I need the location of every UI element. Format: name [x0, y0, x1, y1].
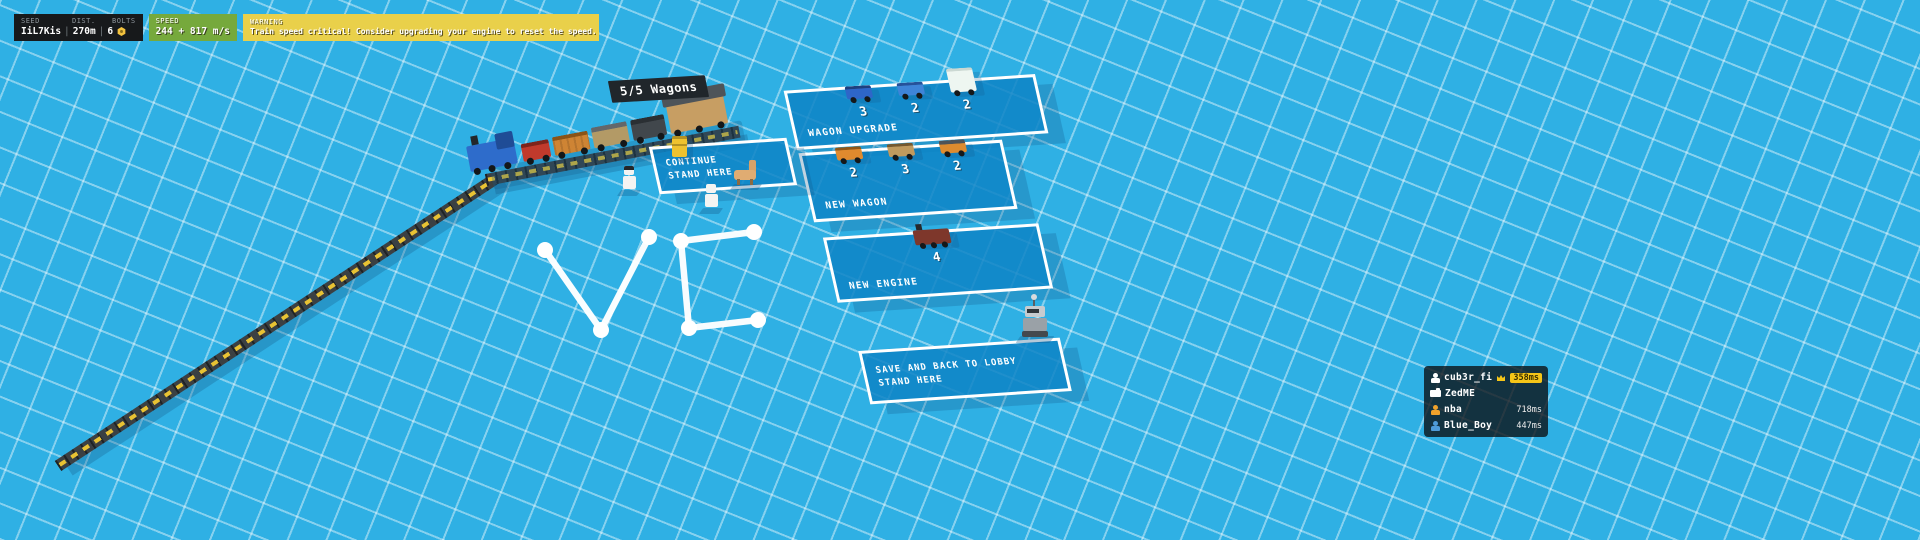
animal-body	[734, 170, 756, 180]
engine-cab	[494, 130, 515, 150]
player-ping: 447ms	[1516, 420, 1542, 431]
hud-warning: WARNING Train speed critical! Consider u…	[242, 14, 599, 42]
wagon-option[interactable]: 2	[938, 139, 971, 173]
animal-character	[729, 160, 763, 190]
speed-label: SPEED	[155, 17, 180, 25]
wagon-icon	[844, 84, 874, 100]
cost-value: 4	[931, 248, 942, 265]
warning-message: Train speed critical! Consider upgrading…	[249, 27, 597, 37]
character-body	[622, 176, 636, 189]
robot-head	[1025, 306, 1045, 317]
wagon-option[interactable]: 2	[834, 146, 868, 180]
character-shadow	[616, 190, 642, 196]
player-character	[698, 184, 724, 214]
crown-icon	[1496, 374, 1506, 382]
character-head	[706, 184, 716, 193]
person-icon	[1430, 420, 1440, 431]
player-name: nba	[1444, 404, 1463, 415]
robot-body	[1023, 318, 1047, 331]
animal-head	[749, 160, 756, 173]
bolts-label: BOLTS	[112, 17, 136, 25]
player-row: nba 718ms	[1430, 403, 1542, 416]
wagon-icon	[938, 139, 968, 154]
panel-label: NEW WAGON	[824, 196, 889, 212]
cost-value: 3	[857, 103, 869, 119]
cost-value: 3	[899, 161, 911, 177]
train-wagon	[520, 139, 552, 162]
train-engine	[466, 130, 519, 173]
engine-chimney	[470, 135, 479, 146]
wagon-icon	[945, 67, 978, 93]
wagon-option[interactable]: 3	[886, 142, 920, 177]
bolt-icon	[117, 27, 126, 37]
player-row: cub3r_fish 358ms	[1430, 371, 1542, 384]
yellow-crate	[672, 136, 687, 157]
bolts-value: 6	[107, 25, 114, 37]
upgrade-option[interactable]: 3	[844, 84, 877, 119]
player-character	[616, 166, 642, 196]
wagon-icon	[834, 146, 864, 161]
speed-value: 244 + 817 m/s	[155, 25, 230, 37]
upgrade-option[interactable]: 2	[945, 67, 982, 112]
seed-value: IiL7Kis	[21, 25, 62, 37]
cost-value: 2	[909, 99, 921, 116]
panel-label: NEW ENGINE	[847, 276, 920, 292]
warning-label: WARNING	[249, 17, 283, 26]
player-ping: 358ms	[1510, 372, 1542, 383]
engine-option[interactable]: 4	[912, 228, 956, 265]
ground-letters-vc	[537, 224, 766, 338]
player-name: Blue_Boy	[1444, 420, 1493, 431]
save-bot	[1015, 294, 1055, 343]
hud: SEED DIST. BOLTS IiL7Kis | 270m | 6 SPEE…	[14, 14, 599, 42]
person-icon	[1430, 372, 1440, 383]
dist-value: 270m	[72, 25, 96, 37]
train-wagon	[590, 121, 631, 149]
robot-antenna	[1031, 294, 1037, 306]
dist-label: DIST.	[72, 17, 96, 25]
player-row: Blue_Boy 447ms	[1430, 419, 1542, 432]
hud-speed: SPEED 244 + 817 m/s	[148, 14, 237, 42]
player-name: cub3r_fish	[1444, 372, 1493, 383]
wagon-icon	[886, 142, 916, 158]
character-head	[624, 166, 634, 175]
engine-icon	[912, 228, 952, 246]
sleep-icon	[1430, 388, 1441, 397]
player-list: cub3r_fish 358ms ZedME nba 718ms Blue_Bo…	[1424, 366, 1548, 437]
character-shadow	[1015, 336, 1055, 343]
train-wagon	[630, 114, 668, 142]
train-crafting-wagon	[660, 83, 729, 134]
new-wagon-panel[interactable]: 2 3 2 NEW WAGON	[798, 139, 1018, 223]
cost-value: 2	[847, 164, 859, 180]
player-row: ZedME	[1430, 387, 1542, 400]
robot-base	[1022, 331, 1048, 337]
cost-value: 2	[961, 96, 973, 112]
train-wagon	[551, 130, 591, 156]
upgrade-option[interactable]: 2	[896, 81, 929, 116]
character-body	[704, 194, 718, 207]
character-shadow	[698, 208, 724, 214]
person-icon	[1430, 404, 1440, 415]
player-name: ZedME	[1445, 388, 1476, 399]
hud-stats: SEED DIST. BOLTS IiL7Kis | 270m | 6	[14, 14, 143, 42]
animal-legs	[737, 179, 753, 185]
cost-value: 2	[951, 157, 963, 173]
wagon-icon	[896, 81, 926, 97]
player-ping: 718ms	[1516, 404, 1542, 415]
seed-label: SEED	[21, 17, 40, 25]
